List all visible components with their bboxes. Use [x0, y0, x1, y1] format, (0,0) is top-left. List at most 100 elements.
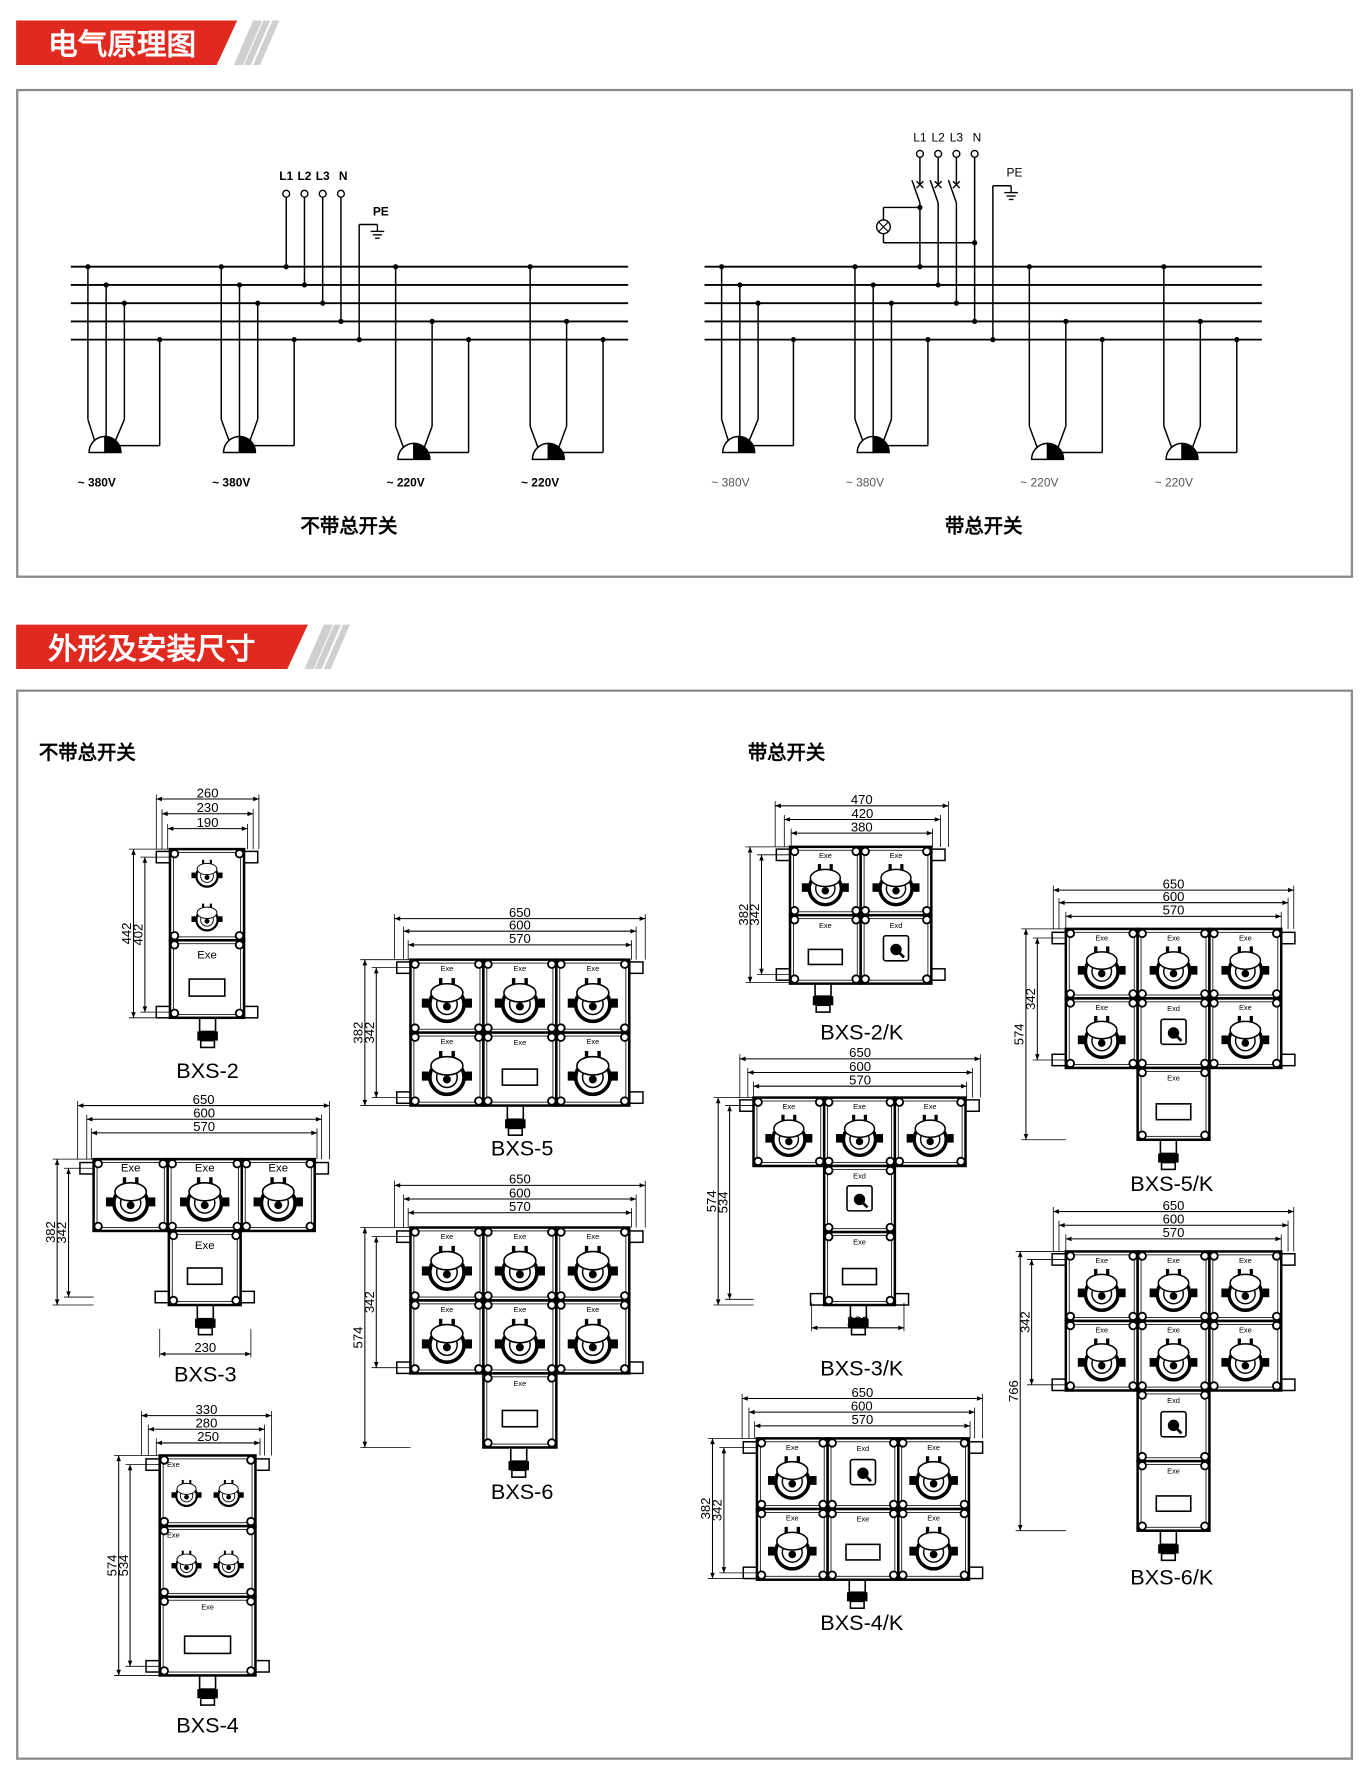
- wire: [220, 419, 230, 442]
- socket-hinge: [1094, 1268, 1098, 1276]
- bolt-icon: [474, 1227, 484, 1237]
- dimension-value: 600: [509, 1185, 531, 1200]
- socket-pin: [204, 918, 210, 924]
- socket-icon: [1221, 1338, 1270, 1382]
- socket-lid: [776, 1460, 809, 1481]
- socket-circuit: ~ 220V: [1155, 264, 1240, 490]
- model-name: BXS-6: [491, 1479, 554, 1504]
- socket-ear: [253, 1197, 261, 1207]
- bolt-icon: [1128, 928, 1138, 939]
- cable-gland-icon: [1158, 1529, 1179, 1562]
- bolt-icon: [547, 1364, 557, 1374]
- socket-icon: [1221, 946, 1270, 990]
- junction-dot: [790, 337, 797, 343]
- socket-pin: [1241, 1039, 1250, 1047]
- socket-module: Exe: [409, 958, 485, 1034]
- voltage-label: ~ 220V: [521, 476, 559, 490]
- bolt-icon: [547, 959, 557, 969]
- socket-ear: [1190, 965, 1198, 975]
- dimension-value: 382: [351, 1022, 366, 1044]
- socket-module: Exe: [1136, 1250, 1211, 1323]
- dimension-value: 600: [851, 1398, 873, 1413]
- socket-hinge: [451, 1245, 455, 1253]
- socket-ear: [842, 883, 849, 892]
- bolt-icon: [1272, 1381, 1282, 1391]
- socket-symbol-right-half: [413, 442, 431, 461]
- bolt-icon: [1137, 1381, 1147, 1391]
- socket-hinge: [202, 903, 205, 908]
- socket-hinge: [1165, 946, 1170, 953]
- bolt-icon: [753, 1156, 763, 1167]
- bolt-icon: [410, 1023, 420, 1033]
- bolt-icon: [232, 1159, 242, 1169]
- socket-lid: [880, 868, 912, 888]
- socket-pin: [929, 1479, 938, 1488]
- socket-pin: [1169, 1292, 1178, 1300]
- bolt-icon: [1200, 1251, 1210, 1261]
- socket-pin: [184, 1565, 189, 1571]
- bolt-icon: [1137, 928, 1147, 939]
- module-label: Exe: [441, 964, 454, 973]
- module-inner-frame: [413, 1230, 481, 1298]
- socket-icon: [872, 864, 920, 907]
- bolt-icon: [167, 1221, 177, 1232]
- wire: [720, 419, 730, 442]
- module-label: Exe: [167, 1460, 180, 1469]
- socket-icon: [213, 1550, 244, 1578]
- socket-ear: [197, 1562, 202, 1569]
- junction-dot: [1063, 318, 1069, 325]
- bolt-icon: [159, 1516, 169, 1527]
- dimension-value: 650: [851, 1385, 873, 1400]
- wire: [854, 419, 864, 442]
- bolt-icon: [885, 1156, 895, 1167]
- module-label: Exe: [927, 1513, 940, 1522]
- bolt-icon: [851, 846, 861, 857]
- junction-dot: [291, 337, 297, 343]
- module-label: Exe: [586, 964, 599, 973]
- socket-ear: [1190, 1358, 1198, 1367]
- junction-dot: [393, 264, 399, 270]
- bolt-icon: [234, 931, 245, 941]
- socket-symbol-right-half: [547, 442, 566, 461]
- socket-ear: [213, 1562, 218, 1569]
- junction-dot: [1026, 264, 1032, 270]
- rotary-switch-icon: [1160, 1410, 1187, 1438]
- bolt-icon: [898, 1508, 908, 1519]
- socket-ear: [538, 998, 545, 1008]
- bolt-icon: [168, 1295, 179, 1306]
- cable-gland-icon: [195, 1304, 216, 1336]
- socket-hinge: [784, 1456, 788, 1463]
- bolt-icon: [753, 1097, 763, 1107]
- socket-lid: [576, 1250, 610, 1271]
- bolt-icon: [827, 1570, 837, 1580]
- subtitle-without-switch: 不带总开关: [39, 741, 136, 764]
- model-name: BXS-3/K: [820, 1356, 904, 1381]
- section-title-dimensions: 外形及安装尺寸: [48, 633, 255, 666]
- model-name: BXS-3: [174, 1361, 237, 1386]
- module-inner-frame: [172, 852, 242, 938]
- module-frame: [158, 1524, 257, 1599]
- subtitle-with-switch: 带总开关: [748, 741, 826, 764]
- bolt-icon: [547, 1300, 557, 1310]
- socket-lid: [917, 1460, 950, 1481]
- bolt-icon: [1209, 989, 1219, 999]
- socket-lid: [576, 1055, 610, 1076]
- gland-nut: [1158, 1153, 1179, 1163]
- bolt-icon: [1128, 1381, 1138, 1391]
- wire: [529, 426, 539, 449]
- bolt-icon: [556, 959, 566, 969]
- socket-circuit: ~ 220V: [387, 264, 472, 490]
- socket-module: Exe: [409, 1031, 485, 1107]
- socket-icon: [494, 1245, 545, 1292]
- module-inner-frame: [162, 1458, 253, 1524]
- socket-hinge: [223, 1479, 226, 1485]
- socket-module: Exe: [1208, 997, 1283, 1070]
- bolt-icon: [1137, 998, 1147, 1008]
- socket-circuit: ~ 380V: [846, 264, 931, 490]
- bolt-icon: [894, 1156, 905, 1167]
- socket-module: Exe: [158, 1454, 257, 1528]
- bolt-icon: [885, 1222, 895, 1233]
- bolt-icon: [1209, 928, 1219, 939]
